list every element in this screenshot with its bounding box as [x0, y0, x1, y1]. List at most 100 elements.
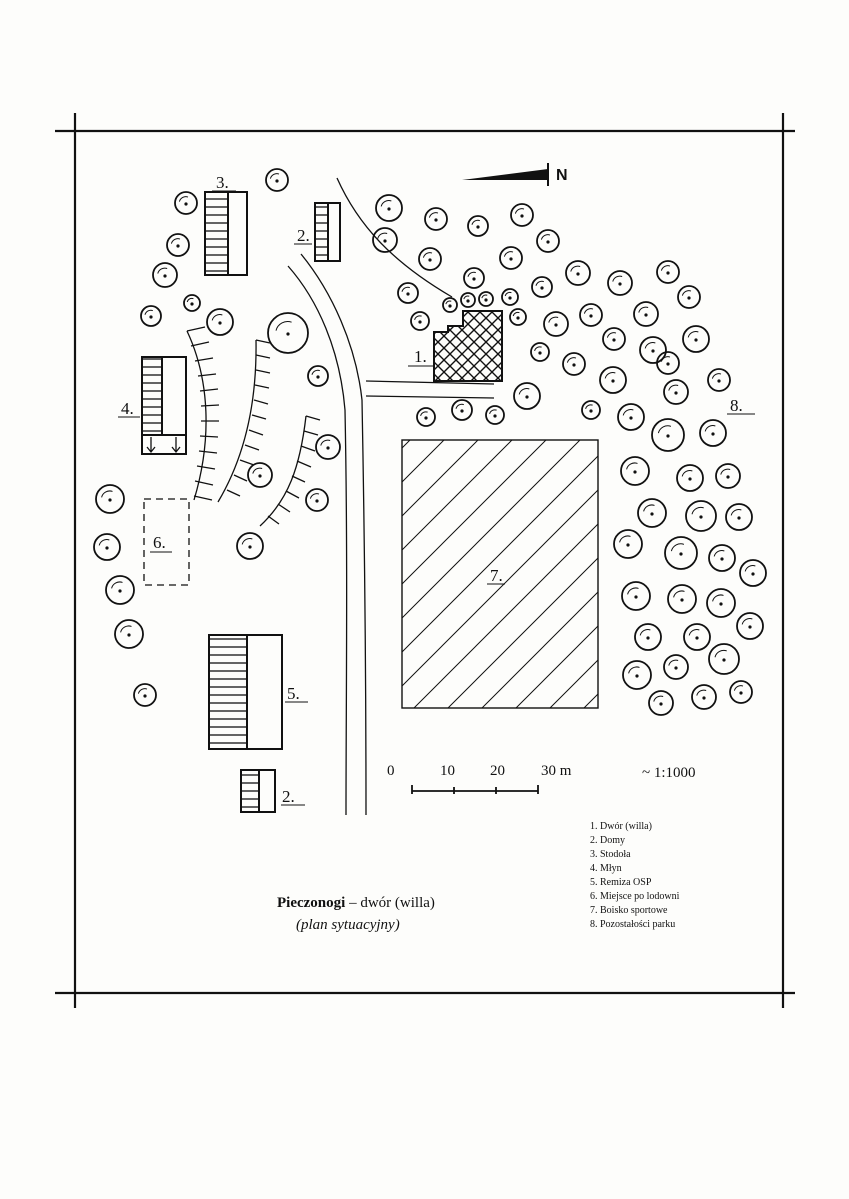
tree-detail [673, 590, 685, 598]
tree [174, 191, 198, 215]
tree-center-dot [460, 409, 464, 413]
tree-detail [583, 308, 594, 314]
tree-detail [311, 369, 320, 375]
tree-center-dot [434, 218, 438, 222]
tree-detail [504, 291, 512, 297]
tree [676, 464, 704, 492]
tree-center-dot [751, 572, 755, 576]
tree-detail [534, 346, 542, 352]
tree-detail [687, 331, 699, 338]
legend-item: 8. Pozostałości parku [590, 919, 675, 930]
tree [152, 262, 178, 288]
tree-center-dot [258, 474, 262, 478]
tree [729, 680, 753, 704]
tree [739, 559, 767, 587]
tree-center-dot [589, 314, 593, 318]
tree-center-dot [143, 694, 147, 698]
tree-center-dot [737, 516, 741, 520]
tree-center-dot [699, 515, 703, 519]
tree-detail [98, 539, 110, 546]
tree-center-dot [149, 315, 153, 319]
building-1-manor [433, 310, 503, 382]
tree-detail [741, 618, 753, 625]
tree [677, 285, 701, 309]
legend-item: 6. Miejsce po lodowni [590, 891, 680, 902]
tree [682, 325, 710, 353]
tree-detail [518, 388, 530, 395]
tree-center-dot [108, 498, 112, 502]
tree-detail [157, 267, 168, 274]
label-2-bottom: 2. [282, 787, 295, 806]
tree-center-dot [105, 546, 109, 550]
tree [699, 419, 727, 447]
tree-detail [670, 543, 685, 552]
scale-ratio: ~ 1:1000 [642, 765, 696, 781]
tree [602, 327, 626, 351]
tree-center-dot [720, 557, 724, 561]
title-place: Pieczonogi [277, 895, 345, 911]
area-6-ice-house-site [143, 498, 190, 586]
tree-detail [445, 300, 452, 305]
tree [509, 308, 527, 326]
tree [634, 623, 662, 651]
tree-detail [653, 695, 664, 702]
tree-detail [733, 685, 744, 691]
tree-detail [467, 271, 476, 277]
tree-detail [691, 506, 704, 515]
tree-center-dot [516, 316, 520, 320]
label-1: 1. [414, 347, 427, 366]
tree-center-dot [629, 416, 633, 420]
tree-center-dot [326, 446, 330, 450]
tree-center-dot [634, 595, 638, 599]
tree [639, 336, 667, 364]
tree-center-dot [508, 296, 512, 300]
tree-detail [570, 265, 581, 272]
tree-detail [186, 297, 194, 303]
tree-detail [627, 587, 639, 595]
tree-detail [704, 425, 716, 432]
tree-center-dot [476, 225, 480, 229]
tree-detail [657, 425, 672, 434]
tree-detail [712, 594, 724, 602]
tree [307, 365, 329, 387]
tree [460, 292, 476, 308]
tree-center-dot [589, 409, 593, 413]
tree-center-dot [538, 351, 542, 355]
tree-center-dot [546, 240, 550, 244]
tree-detail [120, 625, 132, 633]
tree-detail [612, 275, 623, 282]
legend-item: 2. Domy [590, 835, 625, 846]
tree [375, 194, 403, 222]
tree [581, 400, 601, 420]
tree-detail [481, 294, 488, 299]
tree [667, 584, 697, 614]
tree [708, 643, 740, 675]
tree-center-dot [711, 432, 715, 436]
tree-detail [401, 286, 410, 292]
tree-detail [622, 409, 634, 416]
tree-center-dot [127, 633, 131, 637]
tree [467, 215, 489, 237]
tree [656, 351, 680, 375]
scale-label-20: 20 [490, 763, 505, 779]
legend-item: 7. Boisko sportowe [590, 905, 668, 916]
tree-center-dot [424, 416, 428, 420]
tree-center-dot [176, 244, 180, 248]
tree-center-dot [688, 477, 692, 481]
tree-center-dot [540, 286, 544, 290]
tree [637, 498, 667, 528]
label-3: 3. [216, 173, 229, 192]
tree-detail [660, 356, 671, 362]
label-7: 7. [490, 566, 503, 585]
tree [663, 379, 689, 405]
tree [620, 456, 650, 486]
tree-center-dot [646, 636, 650, 640]
tree [410, 311, 430, 331]
tree-detail [489, 409, 497, 415]
tree-detail [714, 649, 727, 658]
tree-center-dot [448, 304, 452, 308]
legend-item: 5. Remiza OSP [590, 877, 652, 888]
tree [463, 267, 485, 289]
tree-center-dot [387, 207, 391, 211]
tree [663, 654, 689, 680]
